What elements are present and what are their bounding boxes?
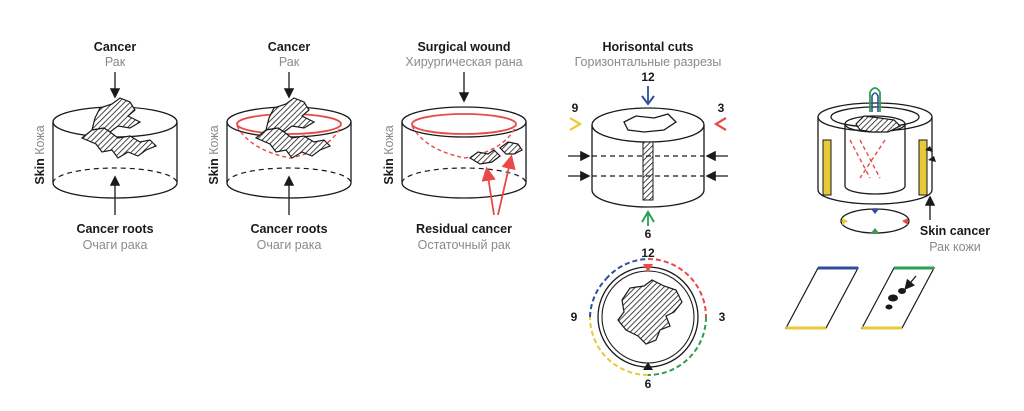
panel-3-bottom-ru: Остаточный рак: [418, 238, 511, 252]
panel-4-top-ru: Горизонтальные разрезы: [575, 55, 722, 69]
panel-3-residual-arrow-2: [497, 154, 516, 216]
slide-right: [861, 266, 935, 330]
panel-2-top-en: Cancer: [268, 40, 311, 54]
panel-5-bottom-ru: Рак кожи: [929, 240, 981, 254]
panel-5-cancer-spots: [925, 146, 936, 162]
panel-4-cylinder: [591, 107, 705, 208]
slide-left: [785, 266, 859, 330]
panel-3-residual-arrow-1: [481, 166, 496, 216]
panel-1-top-en: Cancer: [94, 40, 137, 54]
panel-4: Horisontal cuts Горизонтальные разрезы 1…: [568, 40, 728, 391]
panel-1-tumor: [91, 97, 142, 133]
panel-4-section-circle: [589, 258, 707, 376]
panel-1-cancer-roots: [80, 127, 158, 159]
panel-3-residual-2: [499, 141, 523, 155]
cylinder-label-9: 9: [572, 101, 579, 115]
panel-5-section-lens: [840, 208, 910, 234]
panel-2-side-label: Skin Кожа: [207, 125, 221, 184]
panel-3-bottom-en: Residual cancer: [416, 222, 512, 236]
panel-2-bottom-en: Cancer roots: [250, 222, 327, 236]
panel-2-top-ru: Рак: [279, 55, 300, 69]
panel-3-wound-depth: [411, 125, 517, 159]
panel-3: Surgical wound Хирургическая рана Residu…: [382, 40, 527, 252]
panel-4-section-tumor: [617, 279, 683, 345]
panel-5-bottom-en: Skin cancer: [920, 224, 990, 238]
panel-5-tumor: [855, 115, 902, 133]
panel-5-green-loop: [869, 87, 881, 112]
circle-label-9: 9: [571, 310, 578, 324]
panel-3-cylinder: [401, 106, 527, 199]
marker-3-red: [713, 117, 727, 131]
panel-3-wound-ring: [411, 113, 517, 135]
cylinder-label-6: 6: [645, 227, 652, 241]
panel-4-tissue-strip: [642, 141, 654, 201]
panel-3-side-label: Skin Кожа: [382, 125, 396, 184]
panel-2-excision-depth: [236, 125, 342, 159]
panel-2: Cancer Рак Cancer roots Очаги рака Skin …: [207, 40, 352, 252]
circle-label-3: 3: [719, 310, 726, 324]
panel-4-wound-outline: [623, 113, 678, 133]
panel-5-blue-loop: [871, 92, 879, 112]
panel-1: Cancer Рак Cancer roots Очаги рака Skin …: [33, 40, 178, 252]
panel-3-top-en: Surgical wound: [417, 40, 510, 54]
panel-4-top-en: Horisontal cuts: [603, 40, 694, 54]
panel-1-top-ru: Рак: [105, 55, 126, 69]
panel-3-top-ru: Хирургическая рана: [405, 55, 522, 69]
panel-3-residual-1: [468, 149, 501, 165]
panel-5: Skin cancer Рак кожи: [785, 87, 990, 330]
panel-1-bottom-ru: Очаги рака: [83, 238, 148, 252]
cylinder-label-3: 3: [718, 101, 725, 115]
circle-label-12: 12: [641, 246, 655, 260]
panel-1-side-label: Skin Кожа: [33, 125, 47, 184]
slide-cancer-arrow: [904, 275, 917, 290]
marker-9-yellow: [569, 117, 583, 131]
cylinder-label-12: 12: [641, 70, 655, 84]
panel-1-bottom-en: Cancer roots: [76, 222, 153, 236]
panel-2-cancer-roots: [254, 127, 332, 159]
panel-2-bottom-ru: Очаги рака: [257, 238, 322, 252]
circle-label-6: 6: [645, 377, 652, 391]
